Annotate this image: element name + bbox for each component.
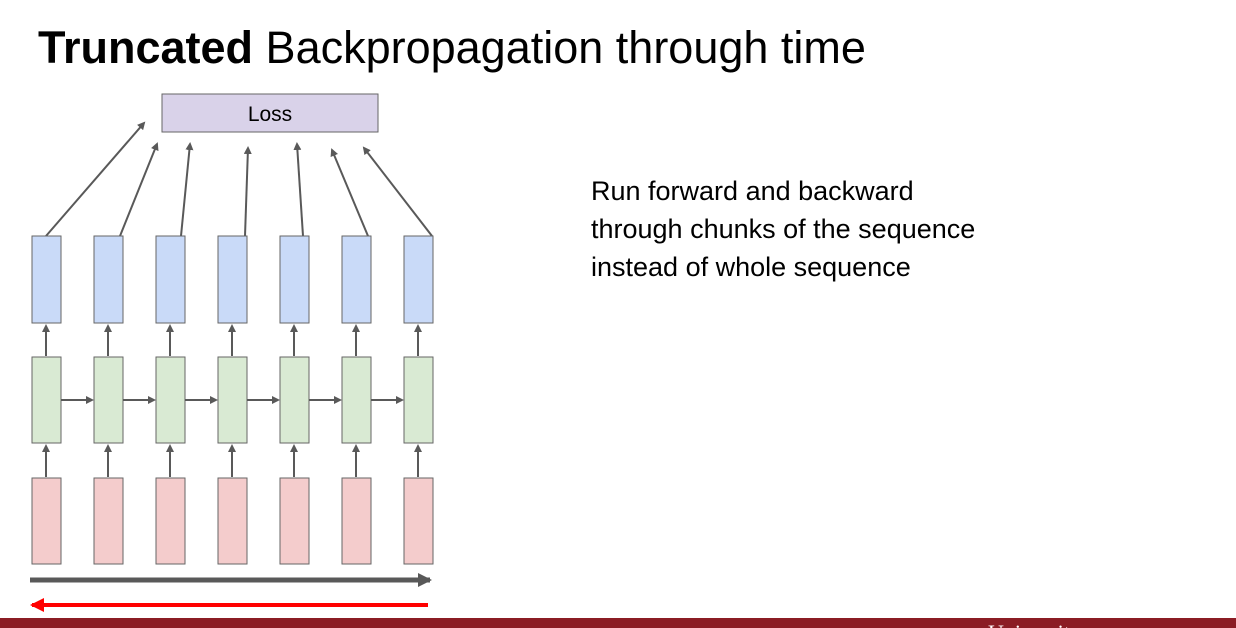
hidden-node bbox=[155, 356, 186, 444]
input-node bbox=[341, 477, 372, 565]
output-node bbox=[279, 235, 310, 324]
loss-label: Loss bbox=[248, 103, 292, 126]
input-node bbox=[93, 477, 124, 565]
input-node bbox=[217, 477, 248, 565]
output-row bbox=[31, 235, 434, 324]
hidden-row bbox=[31, 356, 434, 444]
input-node bbox=[31, 477, 62, 565]
hidden-node bbox=[403, 356, 434, 444]
loss-node: Loss bbox=[161, 93, 379, 133]
input-node bbox=[155, 477, 186, 565]
input-to-hidden-arrows bbox=[42, 444, 422, 477]
loss-arrow-1 bbox=[45, 121, 146, 237]
footer-text: University bbox=[988, 620, 1081, 628]
output-node bbox=[403, 235, 434, 324]
loss-arrows bbox=[45, 121, 433, 237]
hidden-node bbox=[93, 356, 124, 444]
input-row bbox=[31, 477, 434, 565]
footer-bar: University bbox=[0, 618, 1236, 628]
output-node bbox=[31, 235, 62, 324]
slide-title-bold: Truncated bbox=[38, 22, 254, 73]
loss-arrow-4 bbox=[243, 146, 252, 237]
output-node bbox=[155, 235, 186, 324]
rnn-diagram: Loss bbox=[30, 93, 434, 612]
output-node bbox=[93, 235, 124, 324]
output-node bbox=[341, 235, 372, 324]
input-node bbox=[279, 477, 310, 565]
loss-arrow-5 bbox=[293, 142, 304, 237]
loss-arrow-7 bbox=[362, 146, 433, 237]
loss-arrow-6 bbox=[330, 148, 369, 237]
hidden-node bbox=[279, 356, 310, 444]
output-node bbox=[217, 235, 248, 324]
hidden-to-output-arrows bbox=[42, 324, 422, 356]
slide-title: Truncated Backpropagation through time bbox=[38, 22, 866, 74]
hidden-node bbox=[31, 356, 62, 444]
hidden-node bbox=[217, 356, 248, 444]
loss-arrow-2 bbox=[119, 142, 159, 237]
hidden-node bbox=[341, 356, 372, 444]
slide-body-text: Run forward and backward through chunks … bbox=[591, 176, 976, 282]
loss-arrow-3 bbox=[180, 142, 194, 237]
input-node bbox=[403, 477, 434, 565]
slide-title-rest: Backpropagation through time bbox=[253, 22, 866, 73]
